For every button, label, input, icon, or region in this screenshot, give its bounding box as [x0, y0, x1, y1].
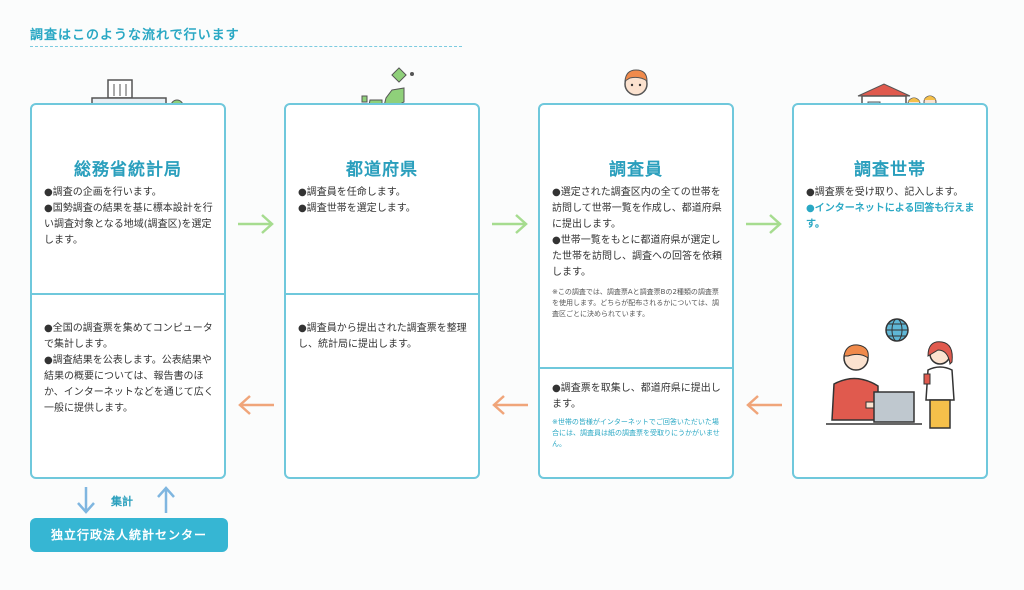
down-arrow-icon	[77, 487, 95, 514]
bullet-item: ●調査結果を公表します。公表結果や結果の概要については、報告書のほか、インターネ…	[44, 355, 214, 414]
bullet-item: ●調査の企画を行います。	[44, 187, 162, 198]
column-title: 都道府県	[346, 160, 418, 180]
statistics-center-button[interactable]: 独立行政法人統計センター	[30, 518, 228, 552]
bullet-item: ●調査世帯を選定します。	[298, 203, 416, 214]
column-top-text: ●調査員を任命します。 ●調査世帯を選定します。	[298, 185, 468, 217]
up-arrow-icon	[157, 486, 175, 513]
column-bottom-text: ●調査票を取集し、都道府県に提出します。 ※世帯の皆様がインターネットでご回答い…	[552, 381, 722, 450]
bullet-item: ●全国の調査票を集めてコンピュータで集計します。	[44, 323, 213, 350]
globe-icon	[885, 318, 909, 342]
column-divider	[286, 293, 478, 295]
bullet-item: ●国勢調査の結果を基に標本設計を行い調査対象となる地域(調査区)を選定します。	[44, 203, 213, 246]
forward-arrow-icon	[492, 214, 528, 234]
column-bottom-text: ●全国の調査票を集めてコンピュータで集計します。 ●調査結果を公表します。公表結…	[44, 321, 214, 417]
column-note: ※世帯の皆様がインターネットでご回答いただいた場合には、調査員は紙の調査票を受取…	[552, 418, 720, 448]
bullet-item: ●調査員から提出された調査票を整理し、統計局に提出します。	[298, 323, 467, 350]
column-statistics-bureau: 総務省統計局 ●調査の企画を行います。 ●国勢調査の結果を基に標本設計を行い調査…	[30, 103, 226, 479]
title-underline	[30, 46, 462, 47]
back-arrow-icon	[746, 395, 782, 415]
column-prefecture: 都道府県 ●調査員を任命します。 ●調査世帯を選定します。 ●調査員から提出され…	[284, 103, 480, 479]
column-note: ※この調査では、調査票Aと調査票Bの2種類の調査票を使用します。どちらが配布され…	[552, 288, 719, 318]
column-title: 総務省統計局	[74, 160, 182, 180]
column-divider	[32, 293, 224, 295]
back-arrow-icon	[492, 395, 528, 415]
column-top-text: ●調査票を受け取り、記入します。 ●インターネットによる回答も行えます。	[806, 185, 976, 233]
forward-arrow-icon	[746, 214, 782, 234]
bullet-item: ●調査員を任命します。	[298, 187, 406, 198]
bullet-item: ●世帯一覧をもとに都道府県が選定した世帯を訪問し、調査への回答を依頼します。	[552, 235, 722, 278]
column-top-text: ●選定された調査区内の全ての世帯を訪問して世帯一覧を作成し、都道府県に提出します…	[552, 185, 722, 320]
bullet-item: ●調査票を受け取り、記入します。	[806, 187, 964, 198]
page-title: 調査はこのような流れで行います	[30, 28, 240, 43]
forward-arrow-icon	[238, 214, 274, 234]
people-laptop-icon	[826, 341, 955, 429]
column-top-text: ●調査の企画を行います。 ●国勢調査の結果を基に標本設計を行い調査対象となる地域…	[44, 185, 214, 249]
back-arrow-icon	[238, 395, 274, 415]
bullet-item: ●選定された調査区内の全ての世帯を訪問して世帯一覧を作成し、都道府県に提出します…	[552, 187, 722, 230]
column-bottom-text: ●調査員から提出された調査票を整理し、統計局に提出します。	[298, 321, 468, 353]
bullet-item-internet: ●インターネットによる回答も行えます。	[806, 203, 975, 230]
column-enumerator: 調査員 ●選定された調査区内の全ての世帯を訪問して世帯一覧を作成し、都道府県に提…	[538, 103, 734, 479]
bullet-item: ●調査票を取集し、都道府県に提出します。	[552, 383, 721, 410]
aggregate-label: 集計	[111, 495, 133, 508]
column-divider	[540, 367, 732, 369]
column-title: 調査世帯	[854, 160, 926, 180]
column-title: 調査員	[609, 160, 663, 180]
